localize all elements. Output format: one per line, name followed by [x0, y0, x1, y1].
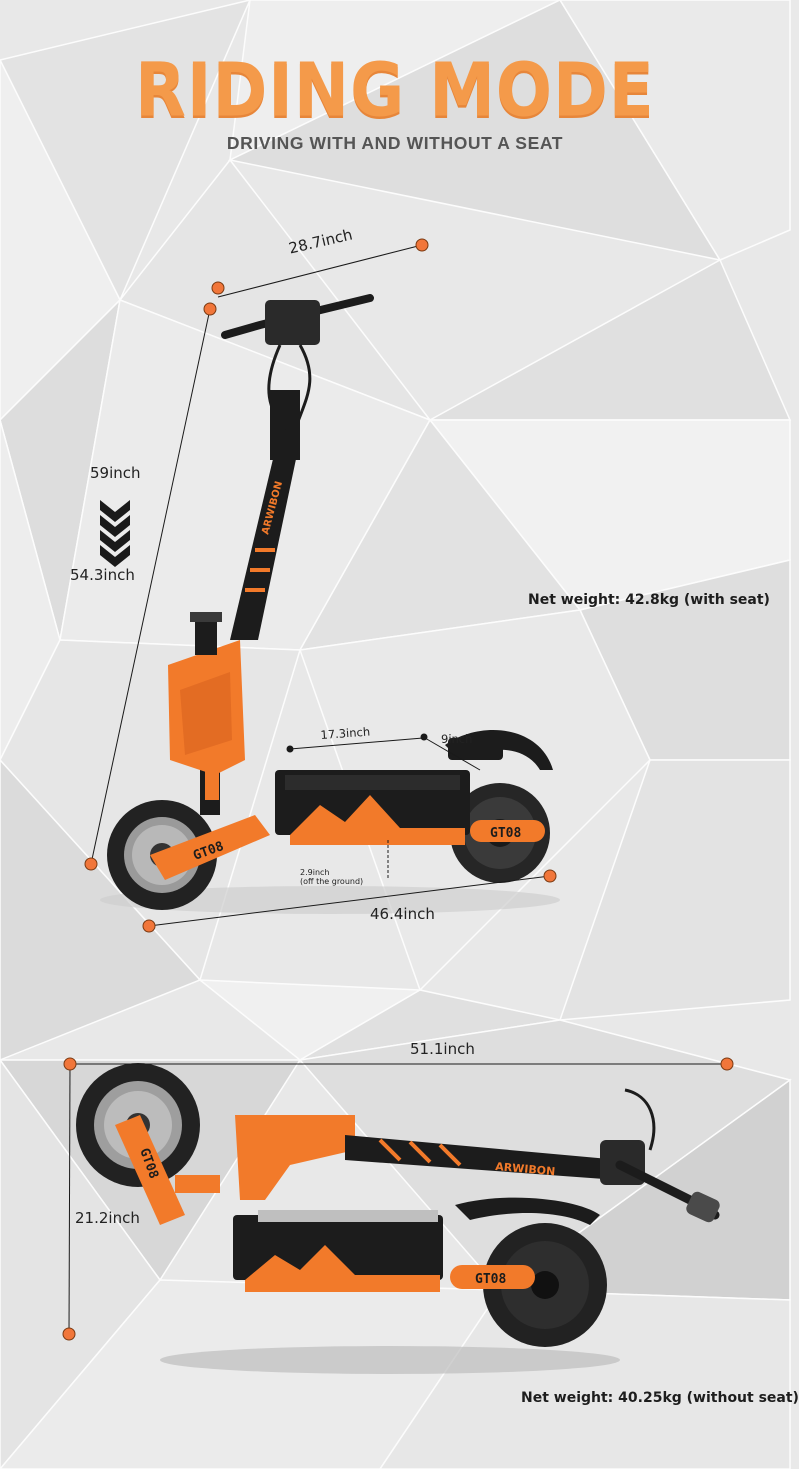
- folded-dimension-lines: [68, 1063, 727, 1335]
- chevron-down-triple-icon: [100, 500, 130, 567]
- folded-scooter-image: GT08 GT08 ARWIBON: [76, 1063, 720, 1374]
- upright-scooter-image: GT08 GT08 ARWIBON: [100, 294, 560, 914]
- height-max-label: 59inch: [90, 464, 141, 482]
- wheelbase-length-label: 46.4inch: [370, 905, 435, 923]
- seat-offset-label: 9inch: [441, 732, 473, 746]
- folded-length-label: 51.1inch: [410, 1040, 475, 1058]
- net-weight-without-seat: Net weight: 40.25kg (without seat): [521, 1390, 799, 1406]
- svg-text:GT08: GT08: [490, 826, 521, 841]
- height-min-label: 54.3inch: [70, 566, 135, 584]
- folded-height-label: 21.2inch: [75, 1209, 140, 1227]
- svg-text:ARWIBON: ARWIBON: [495, 1160, 556, 1178]
- folded-dimension-markers: [62, 1057, 734, 1341]
- upright-dimension-markers: [84, 238, 557, 933]
- svg-text:GT08: GT08: [475, 1272, 506, 1287]
- ground-clearance-note: (off the ground): [300, 877, 364, 886]
- upright-dimension-lines: [90, 244, 551, 927]
- ground-clearance-value: 2.9inch: [300, 868, 330, 877]
- net-weight-with-seat: Net weight: 42.8kg (with seat): [528, 592, 770, 608]
- page-title: RIDING MODE: [135, 47, 655, 134]
- page-subtitle: DRIVING WITH AND WITHOUT A SEAT: [226, 133, 564, 153]
